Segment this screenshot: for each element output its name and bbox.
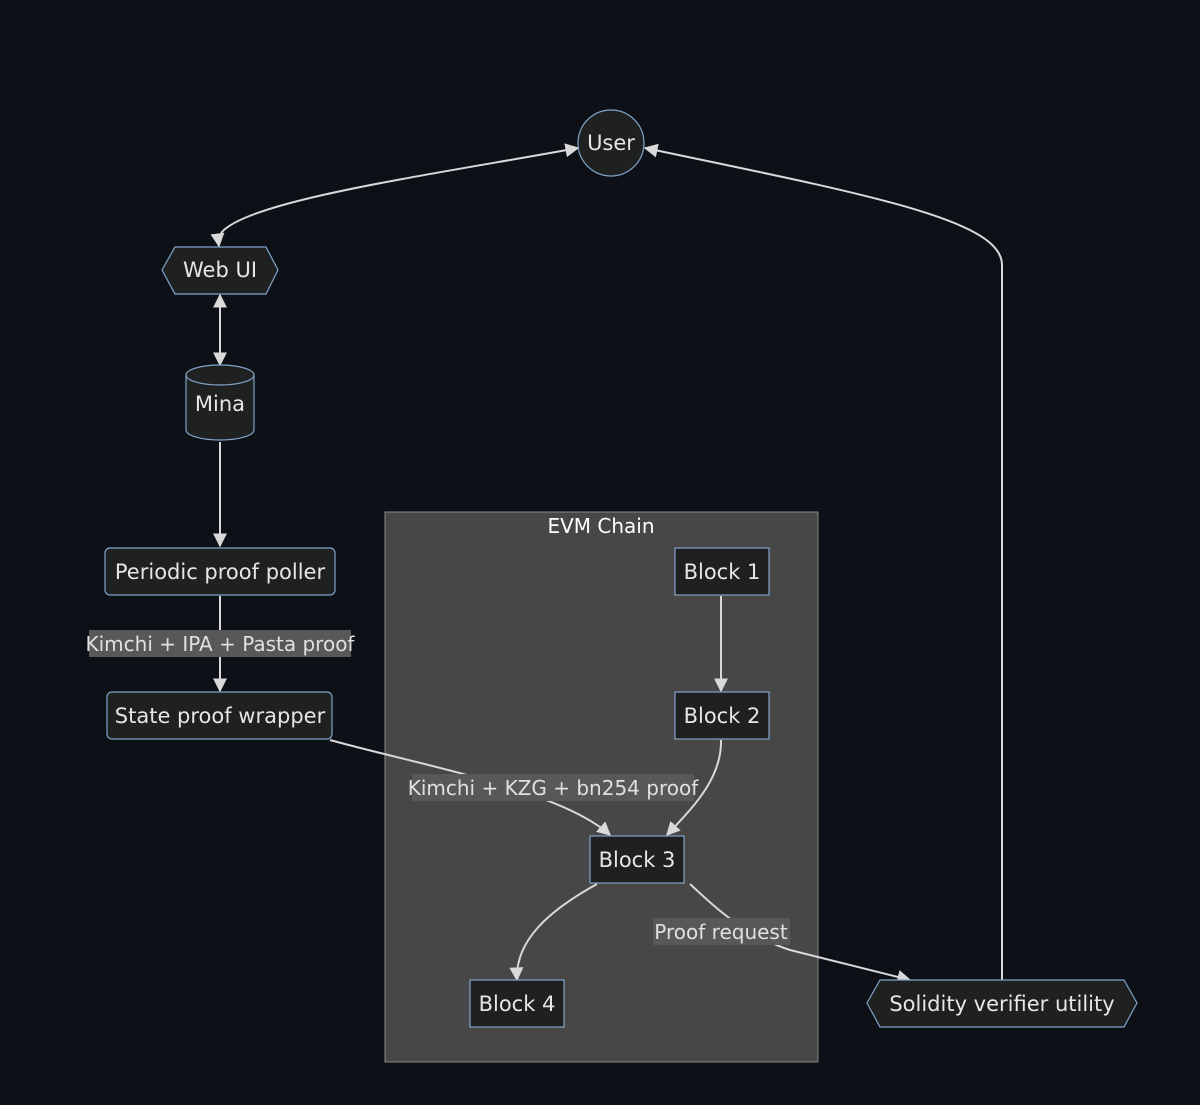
node-solidity-verifier-utility[interactable]: Solidity verifier utility xyxy=(866,979,1138,1028)
node-block-4[interactable]: Block 4 xyxy=(469,979,565,1028)
edge-label-kimchi-ipa: Kimchi + IPA + Pasta proof xyxy=(86,630,356,657)
node-block-2[interactable]: Block 2 xyxy=(674,691,770,740)
edge-block2-block3 xyxy=(666,739,723,837)
edge-user-webui xyxy=(210,143,580,248)
node-block-1[interactable]: Block 1 xyxy=(674,547,770,596)
node-mina-label: Mina xyxy=(195,392,245,416)
svg-text:Proof request: Proof request xyxy=(654,920,788,944)
edge-block3-block4 xyxy=(509,883,598,982)
node-block-3-label: Block 3 xyxy=(599,848,676,872)
node-poller-label: Periodic proof poller xyxy=(115,560,326,584)
svg-text:Kimchi + IPA + Pasta proof: Kimchi + IPA + Pasta proof xyxy=(86,632,356,656)
node-user-label: User xyxy=(587,131,635,155)
svg-text:Kimchi + KZG + bn254 proof: Kimchi + KZG + bn254 proof xyxy=(408,776,699,800)
node-periodic-proof-poller[interactable]: Periodic proof poller xyxy=(104,547,336,596)
evm-chain-title: EVM Chain xyxy=(547,514,654,538)
node-user[interactable]: User xyxy=(577,109,645,177)
node-block-1-label: Block 1 xyxy=(684,560,761,584)
node-web-ui-label: Web UI xyxy=(183,258,257,282)
node-state-proof-wrapper[interactable]: State proof wrapper xyxy=(106,691,333,740)
node-block-3[interactable]: Block 3 xyxy=(589,835,685,884)
node-wrapper-label: State proof wrapper xyxy=(115,704,326,728)
node-verifier-label: Solidity verifier utility xyxy=(889,992,1114,1016)
node-block-4-label: Block 4 xyxy=(479,992,556,1016)
edge-label-kimchi-kzg: Kimchi + KZG + bn254 proof xyxy=(408,774,699,801)
node-web-ui[interactable]: Web UI xyxy=(161,246,279,295)
edge-verifier-user xyxy=(643,143,1003,980)
node-mina[interactable]: Mina xyxy=(185,364,255,441)
edge-label-proof-request: Proof request xyxy=(653,918,790,945)
node-block-2-label: Block 2 xyxy=(684,704,761,728)
